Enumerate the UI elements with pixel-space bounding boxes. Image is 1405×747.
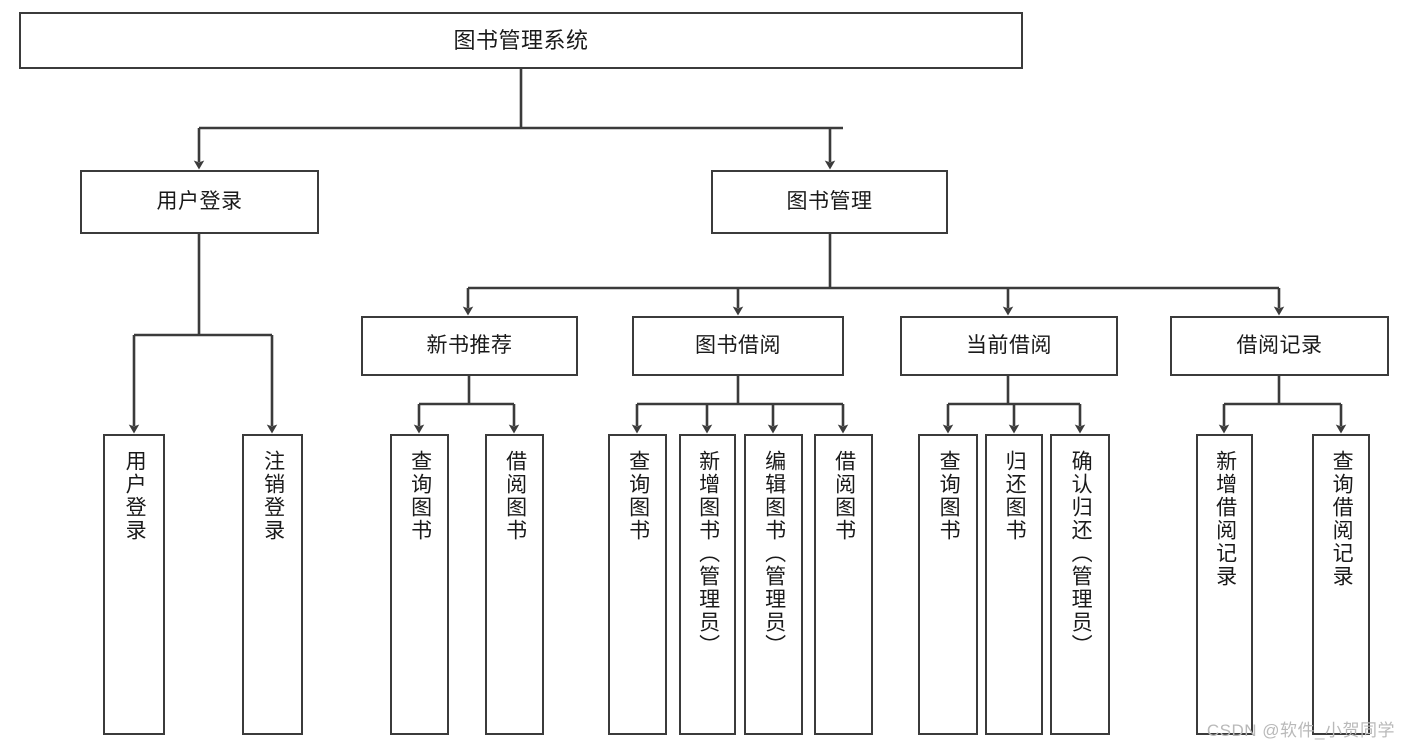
leaf-edit-book-admin[interactable]: 编辑图书（管理员）: [744, 434, 803, 735]
leaf-logout-label: 注销登录: [261, 450, 285, 542]
node-new-book-recommend-label: 新书推荐: [426, 333, 513, 357]
leaf-query-book-newbook[interactable]: 查询图书: [390, 434, 449, 735]
node-book-borrow[interactable]: 图书借阅: [632, 316, 844, 376]
node-root[interactable]: 图书管理系统: [19, 12, 1023, 69]
leaf-logout[interactable]: 注销登录: [242, 434, 303, 735]
node-current-borrow-label: 当前借阅: [966, 333, 1052, 357]
leaf-borrow-book-newbook[interactable]: 借阅图书: [485, 434, 544, 735]
leaf-confirm-return-admin-label: 确认归还（管理员）: [1069, 450, 1093, 657]
node-current-borrow[interactable]: 当前借阅: [900, 316, 1118, 376]
node-book-management[interactable]: 图书管理: [711, 170, 948, 234]
node-borrow-records-label: 借阅记录: [1236, 333, 1323, 357]
leaf-borrow-book-newbook-label: 借阅图书: [503, 450, 527, 542]
node-user-login-label: 用户登录: [156, 189, 243, 213]
node-book-management-label: 图书管理: [786, 189, 873, 213]
csdn-watermark: CSDN @软件_小贺同学: [1206, 721, 1395, 740]
leaf-add-book-admin[interactable]: 新增图书（管理员）: [679, 434, 736, 735]
node-borrow-records[interactable]: 借阅记录: [1170, 316, 1389, 376]
leaf-user-login[interactable]: 用户登录: [103, 434, 165, 735]
leaf-query-book-current[interactable]: 查询图书: [918, 434, 978, 735]
leaf-edit-book-admin-label: 编辑图书（管理员）: [762, 450, 786, 657]
leaf-query-borrow-record[interactable]: 查询借阅记录: [1312, 434, 1370, 735]
leaf-add-book-admin-label: 新增图书（管理员）: [696, 450, 720, 657]
leaf-query-borrow-record-label: 查询借阅记录: [1330, 450, 1354, 588]
leaf-return-book-label: 归还图书: [1003, 450, 1027, 542]
leaf-user-login-label: 用户登录: [123, 450, 147, 542]
leaf-add-borrow-record-label: 新增借阅记录: [1213, 450, 1237, 588]
leaf-lend-book[interactable]: 借阅图书: [814, 434, 873, 735]
node-book-borrow-label: 图书借阅: [695, 333, 781, 357]
node-root-label: 图书管理系统: [453, 27, 589, 53]
leaf-query-book-current-label: 查询图书: [937, 450, 961, 542]
leaf-lend-book-label: 借阅图书: [832, 450, 856, 542]
node-new-book-recommend[interactable]: 新书推荐: [361, 316, 578, 376]
leaf-query-book-borrow[interactable]: 查询图书: [608, 434, 667, 735]
leaf-query-book-borrow-label: 查询图书: [626, 450, 650, 542]
node-user-login[interactable]: 用户登录: [80, 170, 319, 234]
leaf-query-book-newbook-label: 查询图书: [408, 450, 432, 542]
leaf-return-book[interactable]: 归还图书: [985, 434, 1043, 735]
leaf-add-borrow-record[interactable]: 新增借阅记录: [1196, 434, 1253, 735]
leaf-confirm-return-admin[interactable]: 确认归还（管理员）: [1050, 434, 1110, 735]
